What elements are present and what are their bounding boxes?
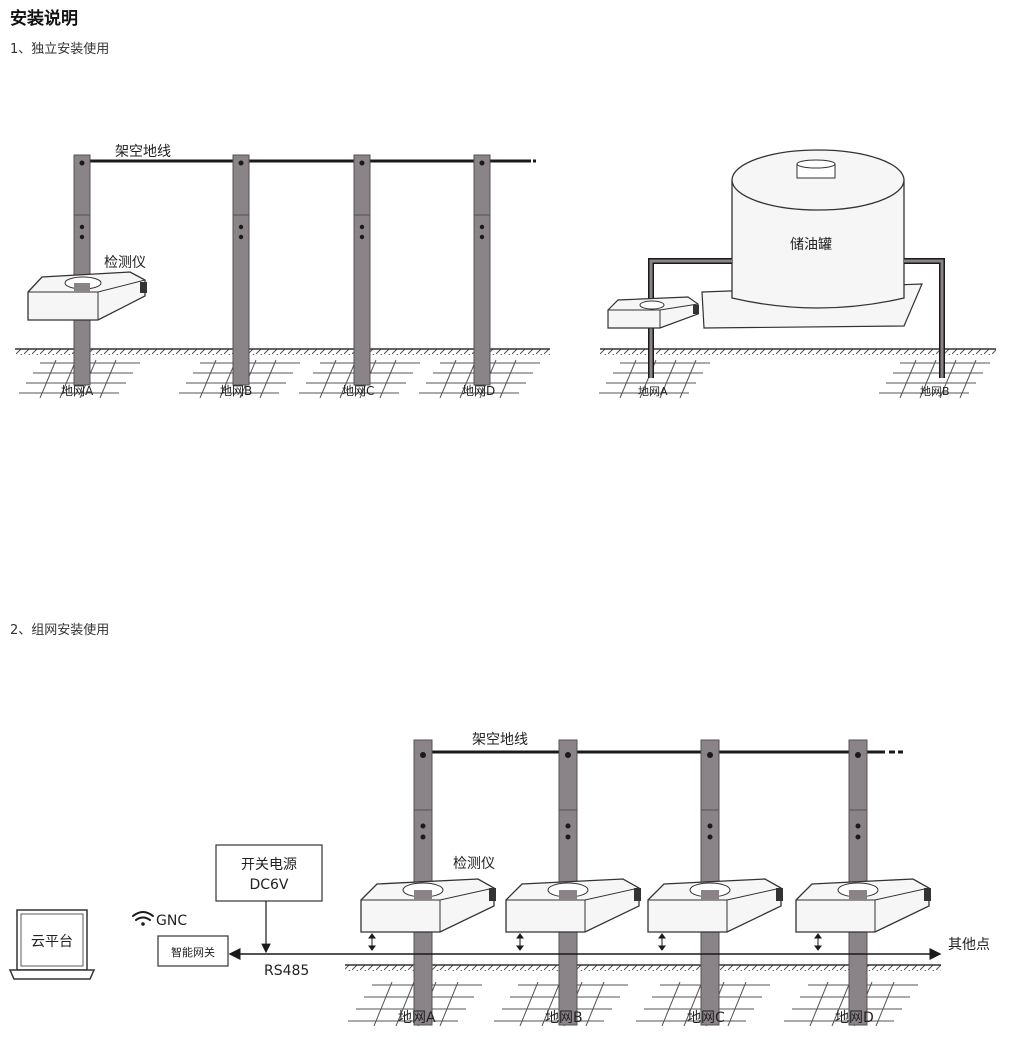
tank-grounding-conductor	[648, 258, 945, 378]
detector-label-2: 检测仪	[453, 856, 495, 872]
overhead-wire-label: 架空地线	[115, 144, 171, 160]
page-title: 安装说明	[10, 9, 78, 29]
wifi-icon	[132, 911, 154, 926]
other-points-label: 其他点	[948, 937, 990, 953]
power-supply-voltage: DC6V	[249, 877, 288, 893]
signal-label: GNC	[156, 913, 187, 929]
section-1-heading: 1、独立安装使用	[10, 42, 110, 57]
tank-label: 储油罐	[790, 237, 832, 253]
ground-label-c: 地网C	[342, 384, 374, 398]
pole-c	[353, 154, 371, 386]
tank-ground-label-b: 地网B	[920, 385, 950, 398]
pole-b	[232, 154, 250, 386]
ground-label-d: 地网D	[462, 384, 495, 398]
oil-tank	[731, 149, 905, 309]
ground-label-2-d: 地网D	[835, 1010, 874, 1026]
cloud-platform-label: 云平台	[31, 934, 73, 950]
ground-surface-left	[15, 348, 550, 355]
smart-gateway-box	[157, 935, 229, 967]
power-supply-label: 开关电源	[241, 857, 297, 873]
ground-label-b: 地网B	[220, 384, 252, 398]
ground-grid-right-a	[599, 359, 710, 399]
ground-label-2-b: 地网B	[545, 1010, 583, 1026]
section-2-heading: 2、组网安装使用	[10, 623, 110, 638]
detector-label: 检测仪	[104, 255, 146, 271]
detector-device-tank	[607, 296, 699, 329]
detector-2-d	[795, 878, 931, 933]
rs485-label: RS485	[264, 963, 309, 979]
detector-device	[27, 271, 147, 321]
ground-surface-2	[345, 964, 941, 971]
pole-d	[473, 154, 491, 386]
standalone-installation-diagram: 架空地线	[15, 144, 996, 399]
detector-2-c	[647, 878, 783, 933]
pole-a	[73, 154, 91, 386]
ground-label-2-a: 地网A	[398, 1010, 436, 1026]
gateway-label: 智能网关	[171, 945, 215, 959]
overhead-wire-label-2: 架空地线	[472, 732, 528, 748]
ground-label-2-c: 地网C	[687, 1010, 725, 1026]
ground-surface-right	[600, 348, 996, 355]
bus-drop-connections	[368, 933, 822, 951]
tank-ground-label-a: 地网A	[638, 385, 668, 398]
ground-label-a: 地网A	[61, 384, 94, 398]
detector-2-a	[360, 878, 496, 933]
detector-2-b	[505, 878, 641, 933]
laptop-icon	[8, 909, 96, 980]
networked-installation-diagram: 架空地线	[8, 732, 990, 1027]
power-supply-box	[215, 844, 323, 902]
